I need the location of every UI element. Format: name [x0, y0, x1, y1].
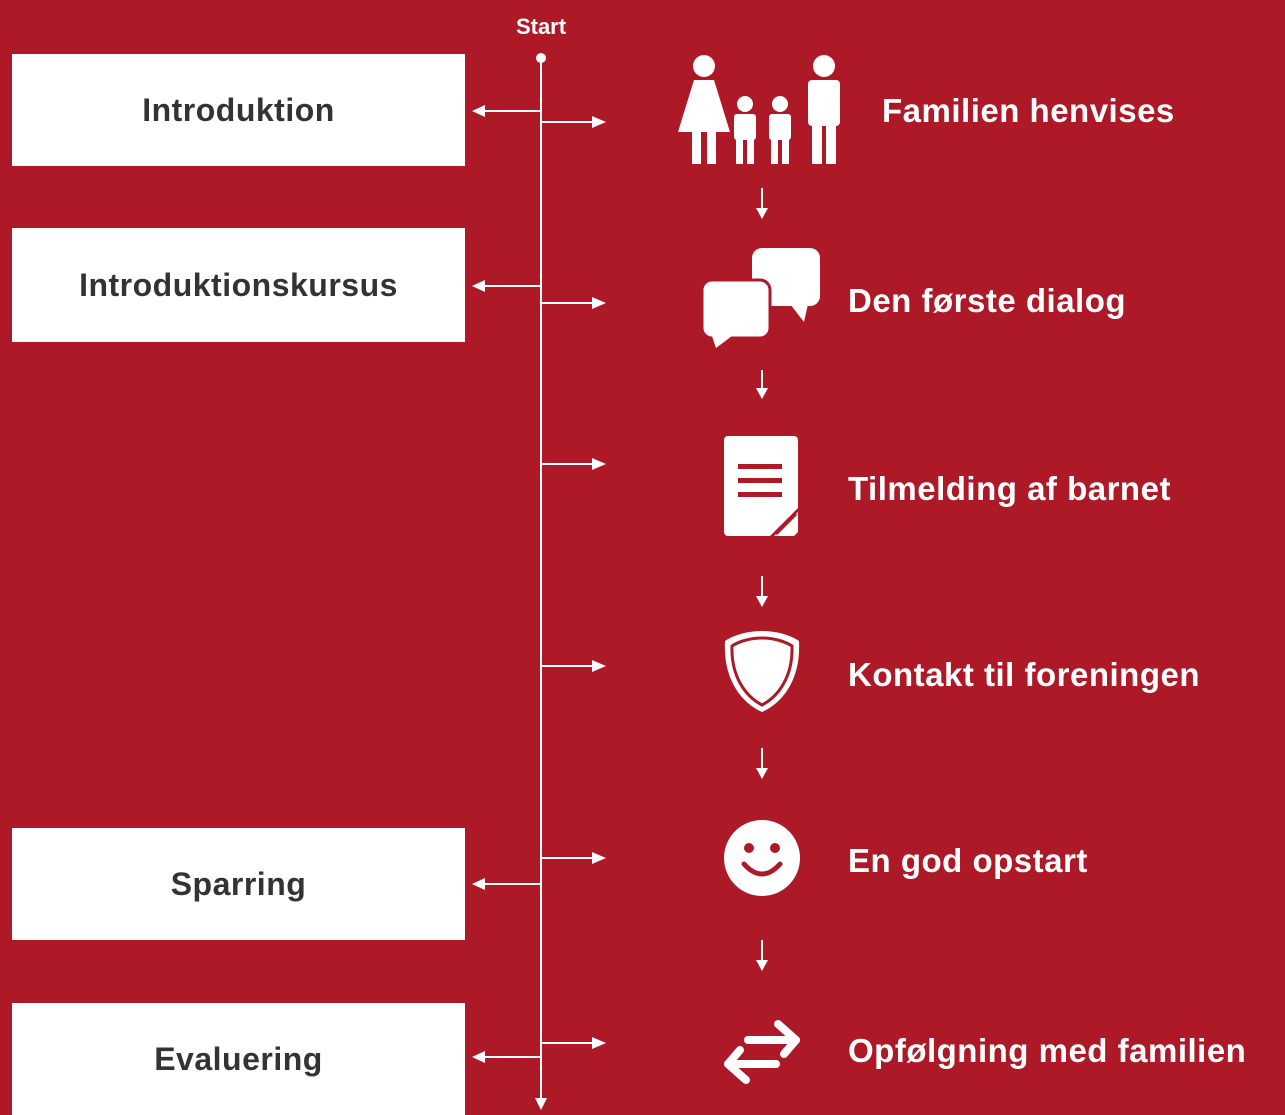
timeline-start-dot [536, 53, 546, 63]
document-icon [724, 436, 798, 536]
smiley-icon [724, 820, 800, 896]
phase-box-introduktionskursus: Introduktionskursus [12, 228, 465, 342]
phase-box-sparring: Sparring [12, 828, 465, 940]
step-label-en-god-opstart: En god opstart [848, 842, 1088, 879]
shield-icon [724, 631, 800, 712]
family-icon [678, 55, 840, 164]
phase-box-introduktion: Introduktion [12, 54, 465, 166]
phase-label: Introduktionskursus [79, 266, 398, 303]
exchange-arrows-icon [724, 1020, 800, 1084]
step-label-opfolgning: Opfølgning med familien [848, 1032, 1247, 1069]
step-label-kontakt: Kontakt til foreningen [848, 656, 1200, 693]
phase-box-evaluering: Evaluering [12, 1003, 465, 1115]
step-label-tilmelding: Tilmelding af barnet [848, 470, 1171, 507]
phase-label: Evaluering [154, 1040, 323, 1077]
step-label-familien-henvises: Familien henvises [882, 92, 1175, 129]
phase-label: Sparring [170, 865, 307, 902]
chat-bubbles-icon [700, 248, 820, 348]
step-label-den-forste-dialog: Den første dialog [848, 282, 1127, 319]
phase-label: Introduktion [142, 91, 335, 128]
start-label: Start [515, 14, 567, 39]
